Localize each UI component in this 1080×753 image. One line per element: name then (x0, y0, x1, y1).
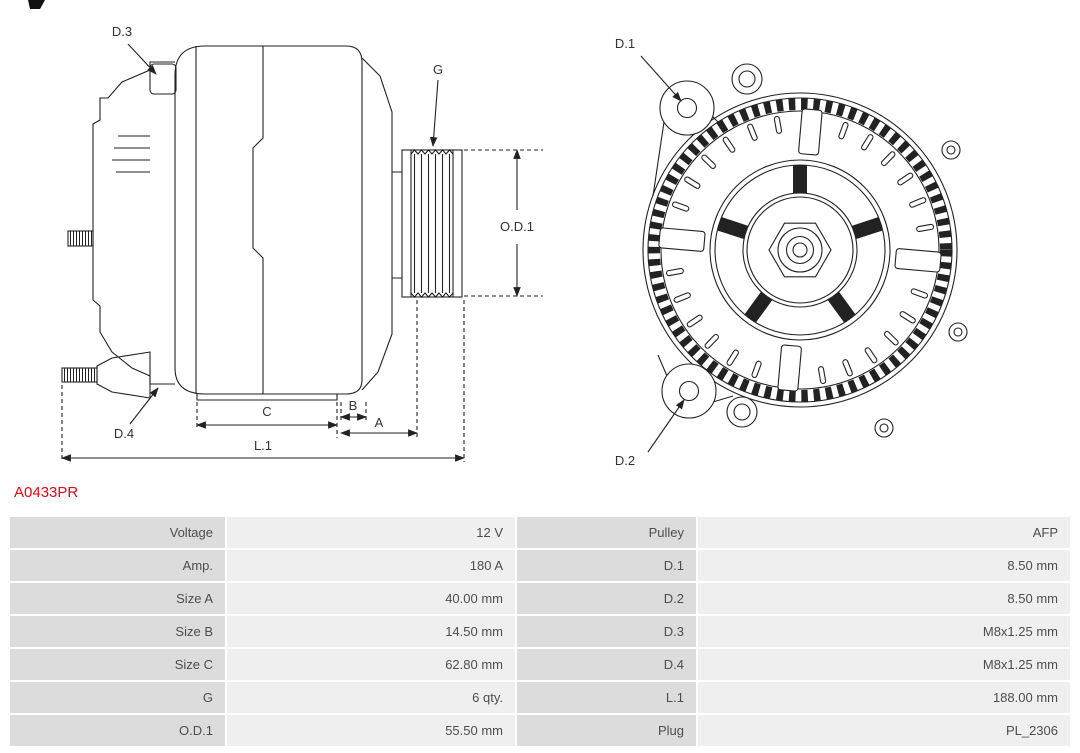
label-d1: D.1 (615, 36, 635, 51)
technical-drawing: D.3 D.4 G O.D.1 C B A L.1 D.1 D.2 (61, 24, 968, 468)
hex-nut (768, 222, 832, 278)
corner-mark (28, 0, 45, 9)
body-outline (174, 45, 363, 395)
leader-d2 (647, 399, 685, 453)
spec-label-cell: Pulley (517, 517, 696, 548)
label-d4: D.4 (114, 426, 134, 441)
part-number: A0433PR (14, 484, 79, 501)
dimension-labels: D.3 D.4 G O.D.1 C B A L.1 D.1 D.2 (112, 24, 635, 468)
rear-cap (92, 61, 175, 385)
label-d2: D.2 (615, 453, 635, 468)
spec-value-cell: 6 qty. (227, 682, 515, 713)
spec-label-cell: D.1 (517, 550, 696, 581)
label-a: A (375, 415, 384, 430)
spec-value-cell: AFP (698, 517, 1070, 548)
spec-value-cell: 12 V (227, 517, 515, 548)
alternator-rear-view (640, 55, 968, 453)
spec-label-cell: Plug (517, 715, 696, 746)
spec-label-cell: Amp. (10, 550, 225, 581)
body-foot (196, 394, 338, 401)
spec-label-cell: G (10, 682, 225, 713)
spec-value-cell: 40.00 mm (227, 583, 515, 614)
leader-d3 (127, 43, 157, 75)
front-bracket (361, 57, 393, 391)
spec-label-cell: Size C (10, 649, 225, 680)
shaft (392, 171, 402, 279)
label-d3: D.3 (112, 24, 132, 39)
spec-value-cell: 8.50 mm (698, 583, 1070, 614)
spec-label-cell: L.1 (517, 682, 696, 713)
stator-teeth-ring (648, 98, 952, 402)
rear-pulley (709, 159, 891, 341)
spec-value-cell: PL_2306 (698, 715, 1070, 746)
rear-cap-fins (112, 135, 150, 173)
label-g: G (433, 62, 443, 77)
pulley (401, 149, 463, 298)
dim-od1 (464, 149, 543, 297)
label-c: C (262, 404, 271, 419)
spec-value-cell: M8x1.25 mm (698, 616, 1070, 647)
spec-value-cell: 188.00 mm (698, 682, 1070, 713)
spec-label-cell: D.3 (517, 616, 696, 647)
spec-label-cell: D.2 (517, 583, 696, 614)
side-lugs (874, 140, 968, 438)
face-arms (658, 108, 942, 392)
rear-stud (67, 230, 94, 247)
spec-value-cell: 55.50 mm (227, 715, 515, 746)
body-contour-line (252, 46, 264, 394)
alternator-side-view (61, 43, 543, 462)
label-l1: L.1 (254, 438, 272, 453)
leader-g (429, 79, 439, 147)
spec-label-cell: Voltage (10, 517, 225, 548)
spec-value-cell: 62.80 mm (227, 649, 515, 680)
mounting-lug (96, 351, 151, 399)
spec-label-cell: Size B (10, 616, 225, 647)
vent-slots (665, 115, 935, 385)
leader-d1 (640, 55, 682, 102)
top-bolt-boss (149, 63, 177, 95)
mounting-ear-bottom (657, 354, 758, 428)
spec-table: Voltage 12 V Pulley AFP Amp. 180 A D.1 8… (10, 517, 1070, 746)
lug-stud (61, 367, 98, 383)
spec-label-cell: O.D.1 (10, 715, 225, 746)
spec-value-cell: 8.50 mm (698, 550, 1070, 581)
spec-value-cell: 180 A (227, 550, 515, 581)
leader-d4 (129, 387, 159, 425)
spec-value-cell: M8x1.25 mm (698, 649, 1070, 680)
spec-value-cell: 14.50 mm (227, 616, 515, 647)
spec-label-cell: D.4 (517, 649, 696, 680)
spec-label-cell: Size A (10, 583, 225, 614)
label-b: B (349, 398, 358, 413)
label-od1: O.D.1 (500, 219, 534, 234)
